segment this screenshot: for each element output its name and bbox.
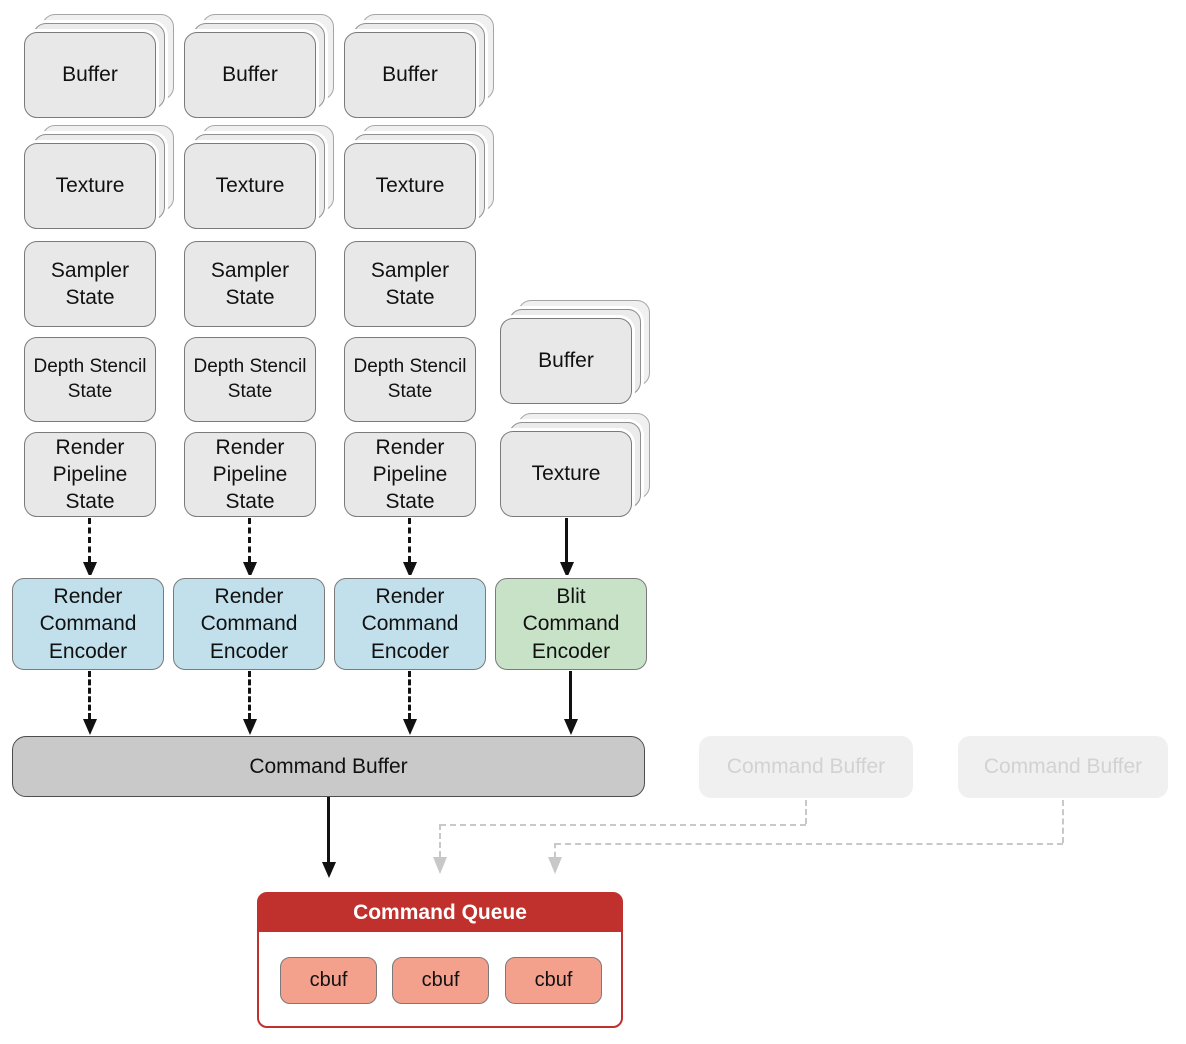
arrow-faded2-vertical — [554, 843, 556, 857]
arrowhead — [243, 562, 257, 578]
resource-box-render-pipeline-state-3: Render Pipeline State — [344, 432, 476, 517]
blit-command-encoder: Blit Command Encoder — [495, 578, 647, 670]
render-command-encoder-3: Render Command Encoder — [334, 578, 486, 670]
resource-box-depth-stencil-state-2: Depth Stencil State — [184, 337, 316, 422]
resource-box-texture: Texture — [24, 143, 156, 229]
render-command-encoder-2: Render Command Encoder — [173, 578, 325, 670]
arrow-texture-to-blit-encoder — [565, 518, 568, 562]
arrowhead — [564, 719, 578, 735]
arrow-faded2-drop — [1062, 800, 1064, 843]
arrow-command-buffer-to-queue — [327, 797, 330, 862]
resource-stack-texture-blit: Texture — [500, 413, 651, 517]
resource-stack-buffer-2: Buffer — [184, 14, 335, 118]
resource-box-sampler-state-1: Sampler State — [24, 241, 156, 327]
resource-stack-buffer-blit: Buffer — [500, 300, 651, 404]
arrow-blit-to-command-buffer — [569, 671, 572, 719]
cbuf-box-2: cbuf — [392, 957, 489, 1004]
arrow-encoder3-to-command-buffer — [408, 671, 411, 719]
render-command-encoder-1: Render Command Encoder — [12, 578, 164, 670]
arrow-faded2-horizontal — [555, 843, 1063, 845]
arrow-rps-to-encoder-3 — [408, 518, 411, 562]
arrow-faded1-drop — [805, 800, 807, 824]
arrowhead — [322, 862, 336, 878]
arrowhead — [243, 719, 257, 735]
command-queue: Command Queue cbuf cbuf cbuf — [257, 892, 623, 1028]
resource-box-texture: Texture — [184, 143, 316, 229]
arrow-rps-to-encoder-1 — [88, 518, 91, 562]
resource-box-render-pipeline-state-1: Render Pipeline State — [24, 432, 156, 517]
resource-stack-buffer-1: Buffer — [24, 14, 175, 118]
resource-box-texture: Texture — [500, 431, 632, 517]
resource-stack-texture-3: Texture — [344, 125, 495, 229]
arrow-faded1-horizontal — [440, 824, 806, 826]
arrowhead-gray — [548, 857, 562, 874]
arrowhead — [83, 562, 97, 578]
command-buffer-faded-2: Command Buffer — [958, 736, 1168, 798]
resource-box-buffer: Buffer — [344, 32, 476, 118]
resource-stack-buffer-3: Buffer — [344, 14, 495, 118]
resource-stack-texture-2: Texture — [184, 125, 335, 229]
resource-box-sampler-state-3: Sampler State — [344, 241, 476, 327]
resource-box-texture: Texture — [344, 143, 476, 229]
command-buffer-faded-1: Command Buffer — [699, 736, 913, 798]
command-queue-header: Command Queue — [259, 894, 621, 932]
arrowhead — [83, 719, 97, 735]
resource-stack-texture-1: Texture — [24, 125, 175, 229]
resource-box-buffer: Buffer — [24, 32, 156, 118]
arrow-encoder1-to-command-buffer — [88, 671, 91, 719]
arrowhead-gray — [433, 857, 447, 874]
resource-box-depth-stencil-state-1: Depth Stencil State — [24, 337, 156, 422]
resource-box-sampler-state-2: Sampler State — [184, 241, 316, 327]
resource-box-depth-stencil-state-3: Depth Stencil State — [344, 337, 476, 422]
arrowhead — [403, 562, 417, 578]
resource-box-buffer: Buffer — [500, 318, 632, 404]
resource-box-buffer: Buffer — [184, 32, 316, 118]
arrow-rps-to-encoder-2 — [248, 518, 251, 562]
cbuf-box-1: cbuf — [280, 957, 377, 1004]
arrowhead — [560, 562, 574, 578]
arrow-faded1-vertical — [439, 824, 441, 857]
arrowhead — [403, 719, 417, 735]
resource-box-render-pipeline-state-2: Render Pipeline State — [184, 432, 316, 517]
command-buffer-bar: Command Buffer — [12, 736, 645, 797]
arrow-encoder2-to-command-buffer — [248, 671, 251, 719]
cbuf-box-3: cbuf — [505, 957, 602, 1004]
